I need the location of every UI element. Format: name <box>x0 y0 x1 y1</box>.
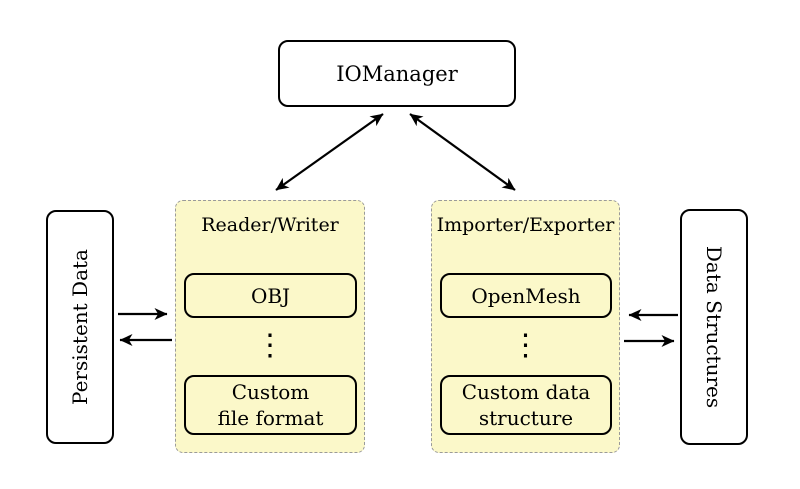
custom-file-format-node: Custom file format <box>184 375 357 435</box>
reader-writer-panel: Reader/Writer OBJ ⋮ Custom file format <box>175 200 365 453</box>
openmesh-label: OpenMesh <box>471 283 581 308</box>
custom-data-structure-line1: Custom data <box>461 380 591 404</box>
arrow-iomanager-importerexporter <box>409 113 516 191</box>
obj-node: OBJ <box>184 273 357 318</box>
arrow-iomanager-readerwriter <box>275 113 384 191</box>
iomanager-label: IOManager <box>336 61 458 86</box>
persistent-data-node: Persistent Data <box>46 210 114 444</box>
custom-data-structure-line2: structure <box>478 406 574 430</box>
importer-exporter-panel: Importer/Exporter OpenMesh ⋮ Custom data… <box>431 200 620 453</box>
importer-exporter-title: Importer/Exporter <box>436 214 615 236</box>
iomanager-node: IOManager <box>278 40 516 107</box>
reader-writer-ellipsis: ⋮ <box>255 328 285 363</box>
custom-file-format-line1: Custom <box>231 380 310 404</box>
custom-file-format-line2: file format <box>217 406 324 430</box>
custom-data-structure-node: Custom data structure <box>440 375 612 435</box>
data-structures-label: Data Structures <box>702 245 726 409</box>
importer-exporter-ellipsis: ⋮ <box>510 328 541 363</box>
openmesh-node: OpenMesh <box>440 273 612 318</box>
reader-writer-title: Reader/Writer <box>201 214 339 236</box>
data-structures-node: Data Structures <box>680 209 748 445</box>
persistent-data-label: Persistent Data <box>68 249 93 405</box>
obj-label: OBJ <box>250 283 291 308</box>
